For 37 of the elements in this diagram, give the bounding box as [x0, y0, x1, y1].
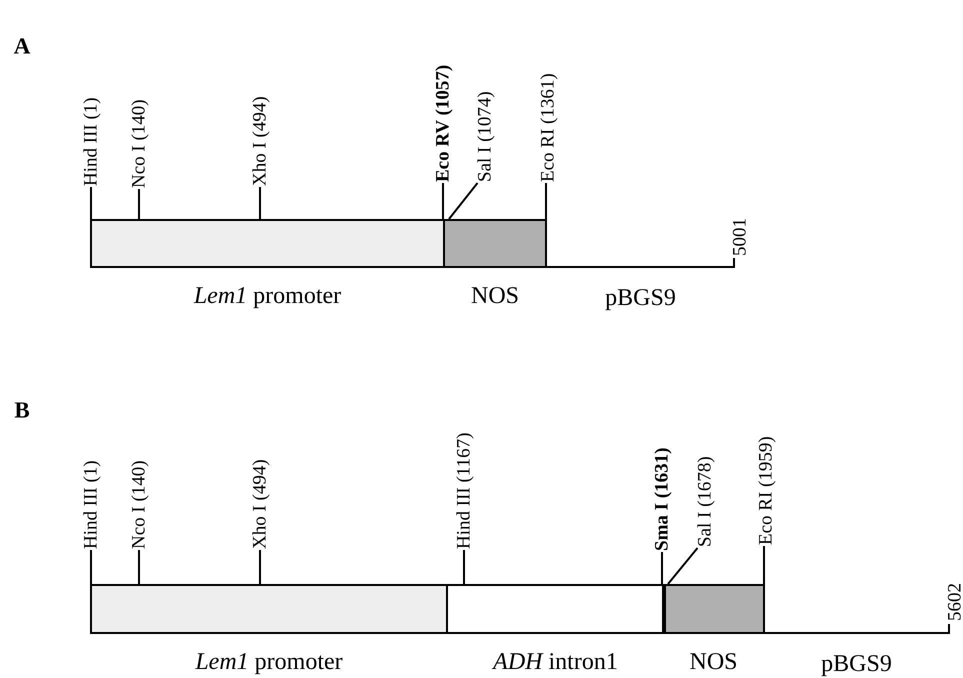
- site-tick: [448, 182, 478, 220]
- site-tick: [259, 550, 261, 584]
- site-tick: [661, 552, 663, 584]
- panel-letter: A: [14, 34, 30, 58]
- site-tick: [667, 547, 698, 585]
- site-label: Sal I (1678): [696, 456, 714, 547]
- site-label: Hind III (1): [82, 97, 100, 186]
- site-label: Xho I (494): [250, 459, 270, 549]
- length-label: 5001: [730, 218, 750, 256]
- segment-label: NOS: [470, 284, 519, 308]
- site-tick: [463, 550, 465, 584]
- site-tick: [138, 189, 140, 219]
- site-tick: [763, 546, 765, 584]
- site-label: Nco I (140): [130, 460, 148, 549]
- site-label: Eco RV (1057): [434, 64, 452, 182]
- segment-label: Lem1 promoter: [194, 284, 342, 308]
- site-label: Sal I (1074): [476, 91, 494, 182]
- site-tick: [545, 183, 547, 219]
- segment-label: Lem1 promoter: [195, 650, 343, 674]
- panel-letter: B: [14, 398, 30, 422]
- site-tick: [90, 550, 92, 584]
- site-label: Sma I (1631): [652, 448, 672, 551]
- segment-label: ADH intron1: [493, 650, 618, 674]
- vector-label: pBGS9: [821, 652, 892, 676]
- site-tick: [90, 187, 92, 219]
- site-label: Eco RI (1361): [538, 73, 558, 182]
- site-label: Eco RI (1959): [756, 436, 776, 545]
- site-label: Hind III (1167): [454, 432, 474, 549]
- length-label: 5602: [946, 583, 963, 621]
- site-tick: [138, 550, 140, 584]
- segment-label: NOS: [689, 650, 738, 674]
- site-label: Hind III (1): [82, 460, 100, 549]
- site-label: Xho I (494): [250, 96, 270, 186]
- vector-label: pBGS9: [605, 286, 676, 310]
- site-tick: [442, 183, 444, 219]
- site-tick: [259, 187, 261, 219]
- site-label: Nco I (140): [130, 99, 148, 188]
